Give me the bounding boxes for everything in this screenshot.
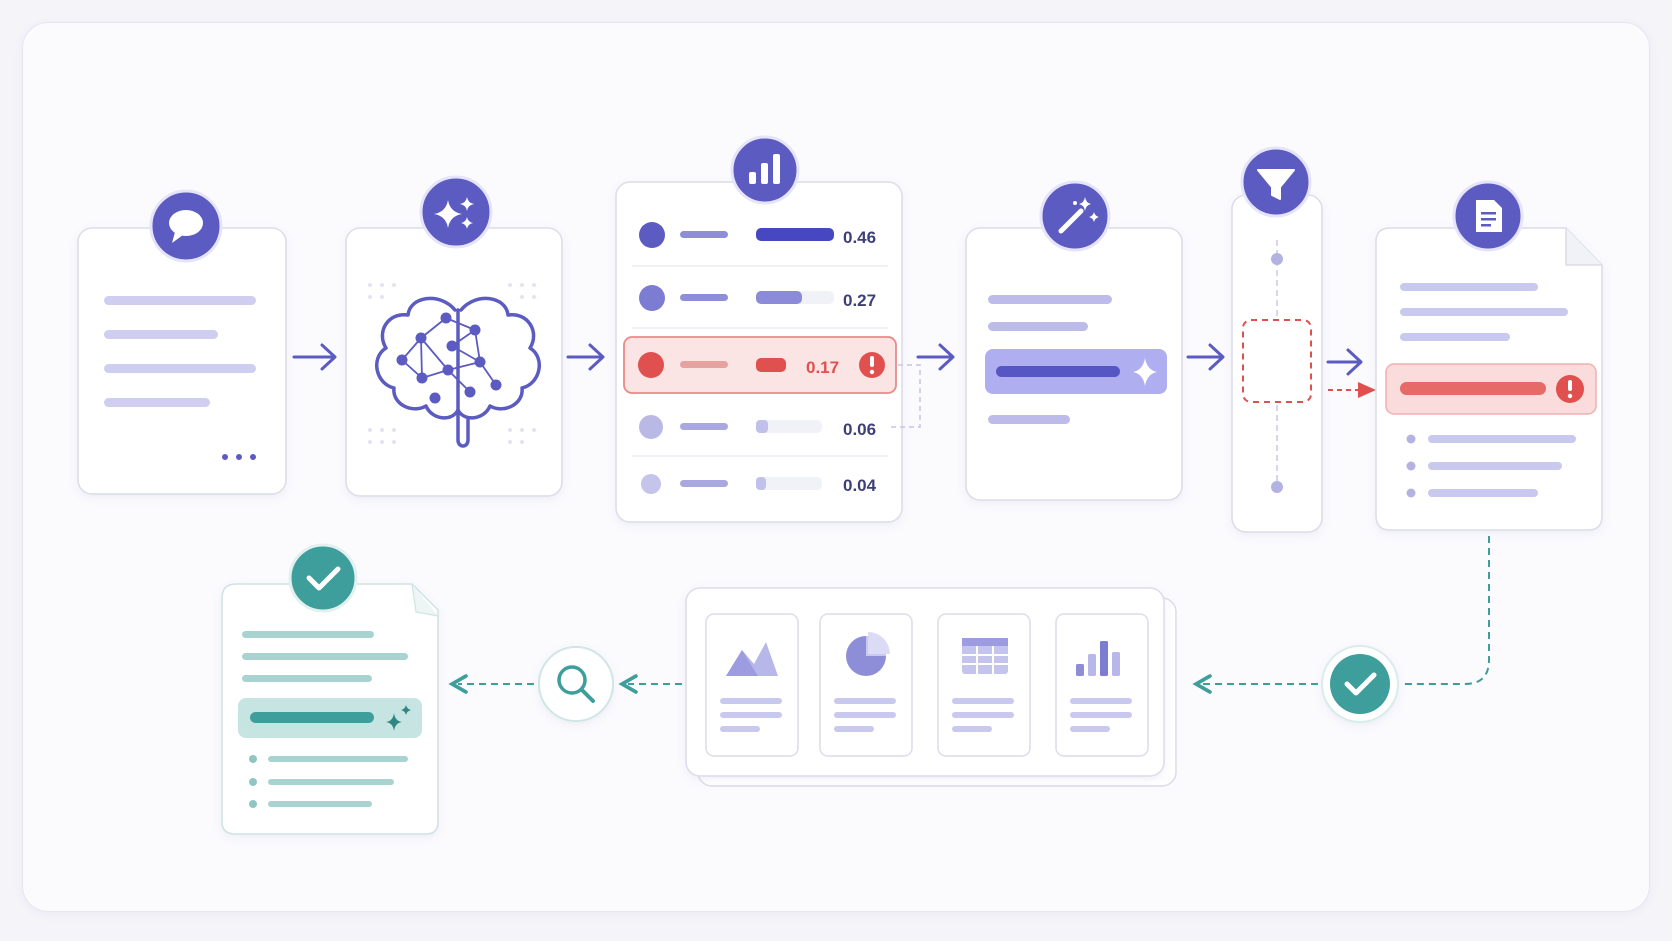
bar-chart-icon [730, 135, 800, 205]
ellipsis-icon [222, 454, 256, 460]
text-line [1428, 489, 1538, 497]
sparkle-icon [386, 713, 402, 731]
magic-wand-icon [1039, 180, 1111, 252]
chat-bubble-icon [149, 189, 223, 263]
chart-tile [1055, 613, 1149, 757]
flow-arrow [1186, 343, 1225, 371]
model-card [345, 175, 563, 497]
brain-network-icon [375, 296, 541, 448]
text-line [242, 631, 374, 638]
score-value: 0.04 [843, 476, 877, 495]
sparkle-icon [1133, 358, 1157, 386]
input-card [77, 189, 287, 495]
filtered-slot [1242, 319, 1312, 403]
text-line [1400, 308, 1568, 316]
chart-tile [819, 613, 913, 757]
score-value: 0.17 [806, 358, 839, 377]
table-icon [962, 638, 1008, 674]
flow-arrow [566, 343, 605, 371]
text-line [268, 779, 394, 785]
text-line [1400, 283, 1538, 291]
score-value: 0.27 [843, 291, 876, 310]
flow-arrow [1326, 348, 1363, 376]
bar-chart-icon [1076, 641, 1120, 676]
text-line [104, 330, 218, 339]
chart-tile [937, 613, 1031, 757]
scores-card: 0.46 0.27 0.17 [615, 135, 921, 523]
text-line [1428, 435, 1576, 443]
score-row: 0.46 [639, 222, 876, 248]
checkmark-icon [288, 543, 358, 613]
mountain-chart-icon [726, 642, 778, 676]
text-line [988, 295, 1112, 304]
checkmark-icon [1321, 645, 1399, 723]
text-line [242, 675, 372, 682]
document-icon [1452, 180, 1524, 252]
generation-card [965, 180, 1183, 501]
text-line [104, 398, 210, 407]
verified-document-card [221, 543, 439, 835]
alert-icon [1556, 375, 1584, 403]
neural-nodes [396, 312, 502, 404]
text-line [242, 653, 408, 660]
text-line [104, 296, 256, 305]
node-dot [1271, 481, 1283, 493]
score-value: 0.46 [843, 228, 876, 247]
search-icon [538, 646, 614, 722]
score-row: 0.06 [639, 415, 876, 439]
text-line [988, 415, 1070, 424]
text-line [1428, 462, 1562, 470]
text-line [268, 801, 372, 807]
dashed-bracket [890, 364, 921, 428]
dot-texture [368, 283, 536, 444]
node-dot [1271, 253, 1283, 265]
flow-arrow [916, 343, 955, 371]
score-row: 0.27 [639, 285, 876, 311]
pie-chart-icon [846, 632, 890, 676]
flow-arrow [292, 343, 337, 371]
filter-card [1231, 146, 1323, 533]
chart-tile [705, 613, 799, 757]
chart-types-panel [685, 587, 1177, 787]
text-line [988, 322, 1088, 331]
score-row: 0.04 [641, 474, 877, 495]
sparkles-icon [419, 175, 493, 249]
text-line [1400, 333, 1510, 341]
return-connector [1402, 536, 1490, 685]
score-value: 0.06 [843, 420, 876, 439]
output-document-card [1375, 180, 1603, 531]
alert-icon [859, 352, 885, 378]
text-line [104, 364, 256, 373]
filter-icon [1240, 146, 1312, 218]
flagged-score-row: 0.17 [623, 336, 897, 394]
text-line [268, 756, 408, 762]
